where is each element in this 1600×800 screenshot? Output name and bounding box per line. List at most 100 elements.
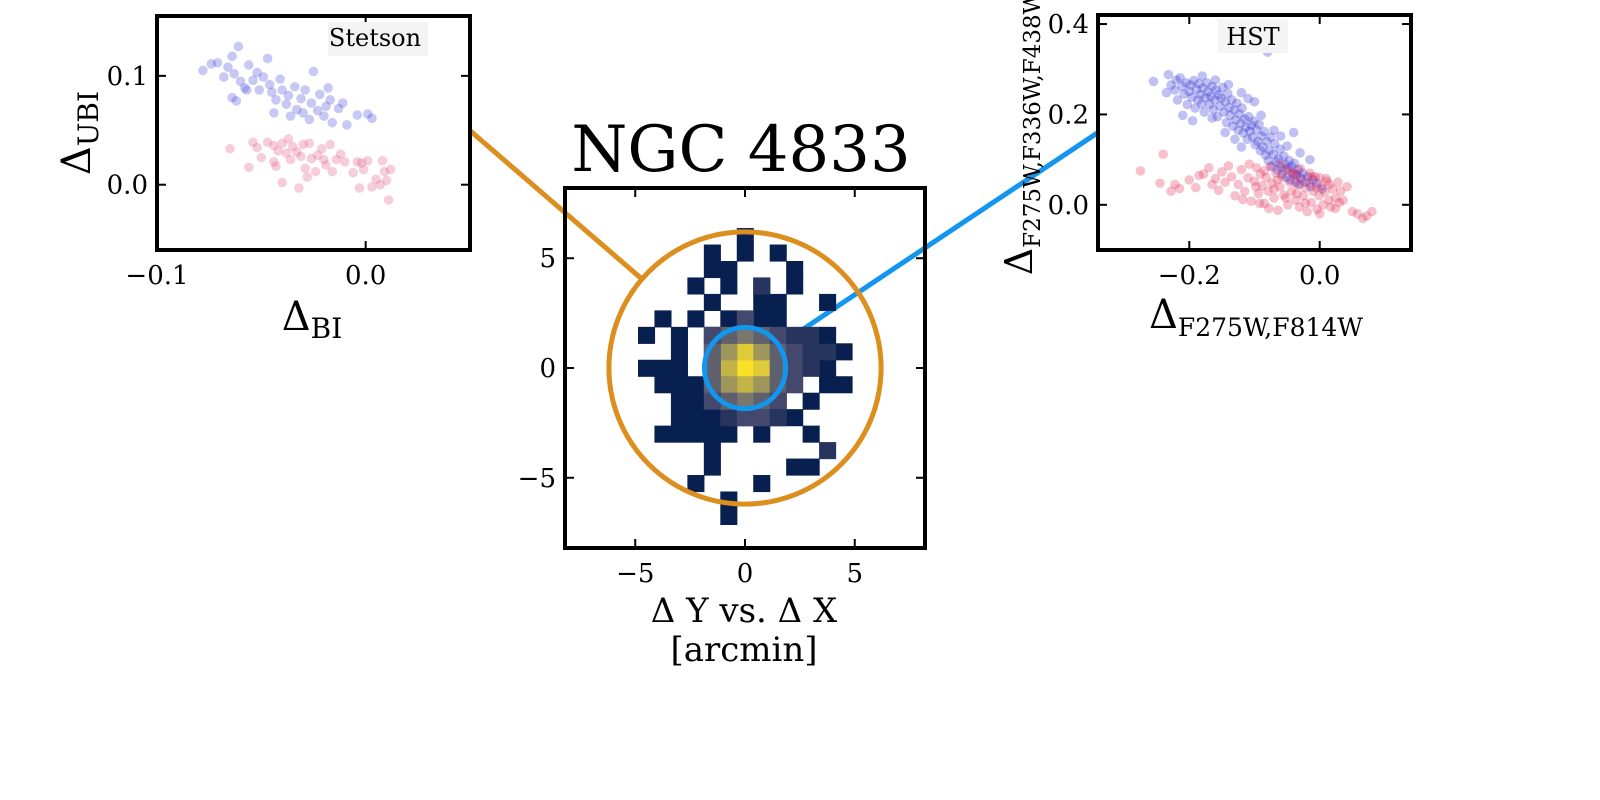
hst-point-s0 bbox=[1216, 93, 1227, 103]
hst-point-s0 bbox=[1297, 168, 1308, 178]
stetson-point-s0 bbox=[289, 81, 300, 92]
hst-point-s0 bbox=[1269, 138, 1280, 149]
stetson-point-s0 bbox=[269, 108, 279, 118]
hst-point-s0 bbox=[1284, 155, 1294, 166]
stetson-point-s0 bbox=[306, 98, 317, 108]
hst-xtick-label: −0.2 bbox=[1158, 261, 1221, 291]
stetson-ylabel: ΔUBI bbox=[54, 91, 105, 175]
hst-point-s1 bbox=[1191, 182, 1201, 193]
hst-point-s1 bbox=[1361, 211, 1372, 221]
heatmap-cell bbox=[769, 244, 787, 262]
inner-ring bbox=[701, 324, 789, 412]
heatmap-cell bbox=[736, 343, 754, 361]
hst-point-s1 bbox=[1327, 184, 1338, 194]
hst-point-s0 bbox=[1290, 177, 1301, 188]
hst-point-s1 bbox=[1292, 188, 1302, 199]
hst-point-s1 bbox=[1320, 187, 1330, 197]
stetson-point-s0 bbox=[292, 104, 302, 115]
hst-point-s1 bbox=[1318, 200, 1328, 210]
hst-ytick-label: 0.4 bbox=[1048, 10, 1089, 40]
stetson-point-s1 bbox=[304, 138, 315, 149]
hst-point-s1 bbox=[1237, 194, 1248, 205]
heatmap-cell bbox=[736, 359, 754, 377]
stetson-point-s0 bbox=[352, 110, 363, 120]
hst-point-s1 bbox=[1275, 159, 1286, 169]
hst-point-s0 bbox=[1277, 169, 1288, 179]
hst-point-s0 bbox=[1288, 127, 1299, 138]
stetson-point-s0 bbox=[304, 114, 315, 125]
heatmap-cell bbox=[703, 260, 721, 279]
hst-point-s0 bbox=[1258, 142, 1268, 152]
heatmap-cell bbox=[670, 326, 688, 344]
heatmap-ytick-label: −5 bbox=[518, 464, 556, 494]
hst-point-s0 bbox=[1203, 87, 1214, 97]
stetson-point-s1 bbox=[298, 139, 308, 150]
hst-point-s0 bbox=[1317, 184, 1328, 194]
stetson-point-s1 bbox=[327, 166, 338, 177]
stetson-point-s0 bbox=[308, 66, 319, 77]
hst-point-s1 bbox=[1334, 197, 1345, 208]
stetson-point-s1 bbox=[225, 143, 235, 154]
hst-point-s1 bbox=[1314, 172, 1325, 183]
hst-point-s1 bbox=[1307, 171, 1317, 182]
heatmap-cell bbox=[637, 326, 656, 344]
stetson-point-s0 bbox=[296, 93, 306, 104]
hst-point-s0 bbox=[1286, 161, 1297, 172]
hst-point-s0 bbox=[1220, 127, 1230, 138]
hst-point-s0 bbox=[1177, 81, 1187, 92]
stetson-point-s0 bbox=[277, 85, 288, 95]
hst-point-s1 bbox=[1269, 193, 1279, 203]
hst-point-s1 bbox=[1198, 169, 1209, 179]
hst-point-s0 bbox=[1295, 172, 1306, 183]
heatmap-cell bbox=[736, 244, 754, 262]
stetson-point-s0 bbox=[325, 95, 335, 105]
stetson-point-s1 bbox=[310, 166, 321, 177]
heatmap-cell bbox=[720, 425, 738, 443]
stetson-point-s0 bbox=[321, 101, 331, 112]
heatmap-xtick-label: −5 bbox=[616, 559, 654, 589]
heatmap-cell bbox=[802, 359, 820, 377]
hst-point-s1 bbox=[1246, 196, 1257, 206]
heatmap-ytick-label: 0 bbox=[539, 354, 556, 384]
heatmap-cell bbox=[703, 359, 721, 377]
hst-point-s1 bbox=[1321, 173, 1332, 184]
hst-point-s0 bbox=[1184, 86, 1195, 97]
hst-point-s0 bbox=[1246, 120, 1257, 131]
outer-ring bbox=[606, 229, 884, 507]
hst-point-s0 bbox=[1292, 170, 1302, 180]
hst-point-s1 bbox=[1282, 200, 1293, 210]
heatmap-cell bbox=[654, 310, 672, 328]
hst-point-s0 bbox=[1238, 128, 1249, 138]
stetson-point-s0 bbox=[218, 72, 229, 82]
stetson-point-s1 bbox=[277, 177, 288, 188]
heatmap-xlabel: Δ Y vs. Δ X bbox=[651, 591, 838, 631]
hst-point-s0 bbox=[1239, 114, 1250, 124]
heatmap-cell bbox=[687, 475, 705, 493]
hst-point-s0 bbox=[1206, 91, 1216, 102]
hst-point-s0 bbox=[1200, 92, 1211, 103]
hst-point-s0 bbox=[1229, 105, 1240, 115]
hst-point-s0 bbox=[1225, 110, 1236, 121]
heatmap-cell bbox=[786, 458, 804, 476]
hst-point-s1 bbox=[1194, 170, 1204, 181]
heatmap-cell bbox=[819, 293, 837, 311]
hst-point-s1 bbox=[1207, 179, 1217, 190]
hst-point-s0 bbox=[1285, 175, 1296, 185]
heatmap-cell bbox=[835, 376, 853, 394]
stetson-point-s1 bbox=[248, 137, 258, 148]
hst-point-s0 bbox=[1256, 131, 1267, 141]
hst-point-s0 bbox=[1237, 103, 1247, 113]
hst-point-s0 bbox=[1251, 124, 1262, 135]
stetson-point-s1 bbox=[356, 158, 367, 168]
hst-point-s0 bbox=[1255, 145, 1266, 156]
hst-point-s1 bbox=[1311, 182, 1322, 193]
hst-point-s0 bbox=[1260, 150, 1271, 160]
hst-point-s0 bbox=[1262, 136, 1272, 147]
heatmap-cell bbox=[819, 442, 837, 460]
heatmap-cell bbox=[703, 425, 721, 443]
hst-point-s1 bbox=[1255, 169, 1266, 179]
hst-point-s0 bbox=[1192, 95, 1203, 105]
stetson-point-s1 bbox=[340, 157, 350, 167]
